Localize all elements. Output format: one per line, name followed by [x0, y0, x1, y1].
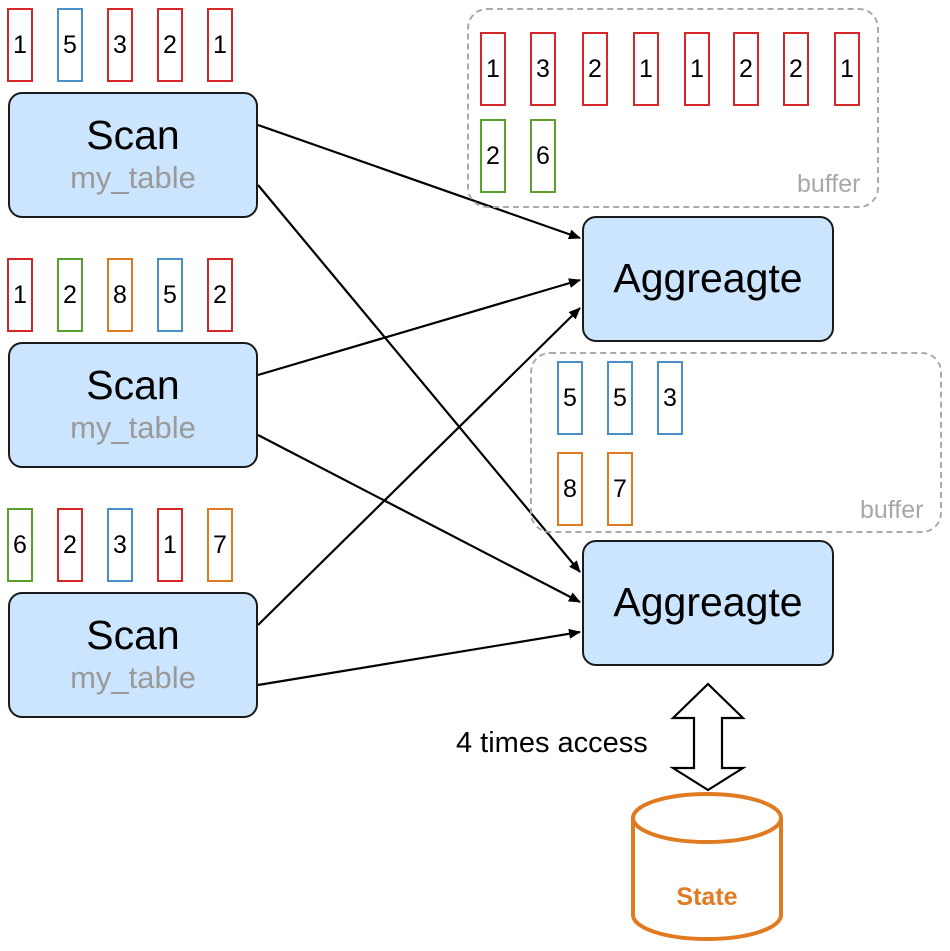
- scan-1-token: 3: [107, 8, 133, 82]
- scan-1-token: 1: [7, 8, 33, 82]
- aggregate-node-1: Aggreagte: [582, 216, 834, 342]
- edge-scan2-aggregate2: [257, 434, 581, 603]
- state-label: State: [676, 883, 738, 911]
- buffer-2-token: 7: [607, 452, 633, 526]
- buffer-1-token: 2: [582, 32, 608, 106]
- scan-1-token: 1: [207, 8, 233, 82]
- buffer-1: [467, 8, 879, 208]
- edge-scan1-aggregate1: [257, 123, 581, 240]
- buffer-1-token: 1: [480, 32, 506, 106]
- scan-2-token: 1: [7, 258, 33, 332]
- buffer-1-token: 6: [530, 119, 556, 193]
- scan-3-token: 6: [7, 508, 33, 582]
- scan-node-3: Scan my_table: [8, 592, 258, 718]
- edge-scan2-aggregate1: [257, 278, 581, 377]
- scan-2-token: 8: [107, 258, 133, 332]
- aggregate-node-1-title: Aggreagte: [613, 255, 803, 302]
- scan-3-token: 2: [57, 508, 83, 582]
- scan-2-token: 5: [157, 258, 183, 332]
- aggregate-node-2: Aggreagte: [582, 540, 834, 666]
- state-database-icon: [631, 792, 783, 941]
- scan-1-token: 2: [157, 8, 183, 82]
- scan-node-2-subtitle: my_table: [70, 409, 196, 445]
- buffer-1-token: 3: [530, 32, 556, 106]
- scan-node-3-title: Scan: [86, 611, 180, 658]
- edge-scan1-aggregate2: [257, 184, 581, 573]
- buffer-1-token: 2: [783, 32, 809, 106]
- buffer-2-token: 8: [557, 452, 583, 526]
- buffer-1-token: 1: [633, 32, 659, 106]
- buffer-2-token: 5: [557, 361, 583, 435]
- buffer-1-token: 1: [684, 32, 710, 106]
- scan-3-token: 7: [207, 508, 233, 582]
- scan-node-1-subtitle: my_table: [70, 159, 196, 195]
- buffer-1-token: 2: [733, 32, 759, 106]
- buffer-1-label: buffer: [797, 170, 861, 198]
- scan-1-token: 5: [57, 8, 83, 82]
- scan-2-token: 2: [207, 258, 233, 332]
- buffer-2-token: 5: [607, 361, 633, 435]
- edge-scan3-aggregate2: [257, 628, 581, 687]
- scan-2-token: 2: [57, 258, 83, 332]
- scan-node-2: Scan my_table: [8, 342, 258, 468]
- scan-node-3-subtitle: my_table: [70, 659, 196, 695]
- access-double-arrow-icon: [669, 682, 747, 792]
- access-count-label: 4 times access: [456, 727, 648, 759]
- buffer-2-token: 3: [657, 361, 683, 435]
- buffer-1-token: 2: [480, 119, 506, 193]
- scan-node-2-title: Scan: [86, 361, 180, 408]
- scan-3-token: 1: [157, 508, 183, 582]
- scan-3-token: 3: [107, 508, 133, 582]
- edge-scan3-aggregate1: [257, 307, 581, 626]
- buffer-1-token: 1: [834, 32, 860, 106]
- scan-node-1-title: Scan: [86, 111, 180, 158]
- aggregate-node-2-title: Aggreagte: [613, 579, 803, 626]
- buffer-2: [530, 352, 942, 533]
- scan-node-1: Scan my_table: [8, 92, 258, 218]
- buffer-2-label: buffer: [860, 496, 924, 524]
